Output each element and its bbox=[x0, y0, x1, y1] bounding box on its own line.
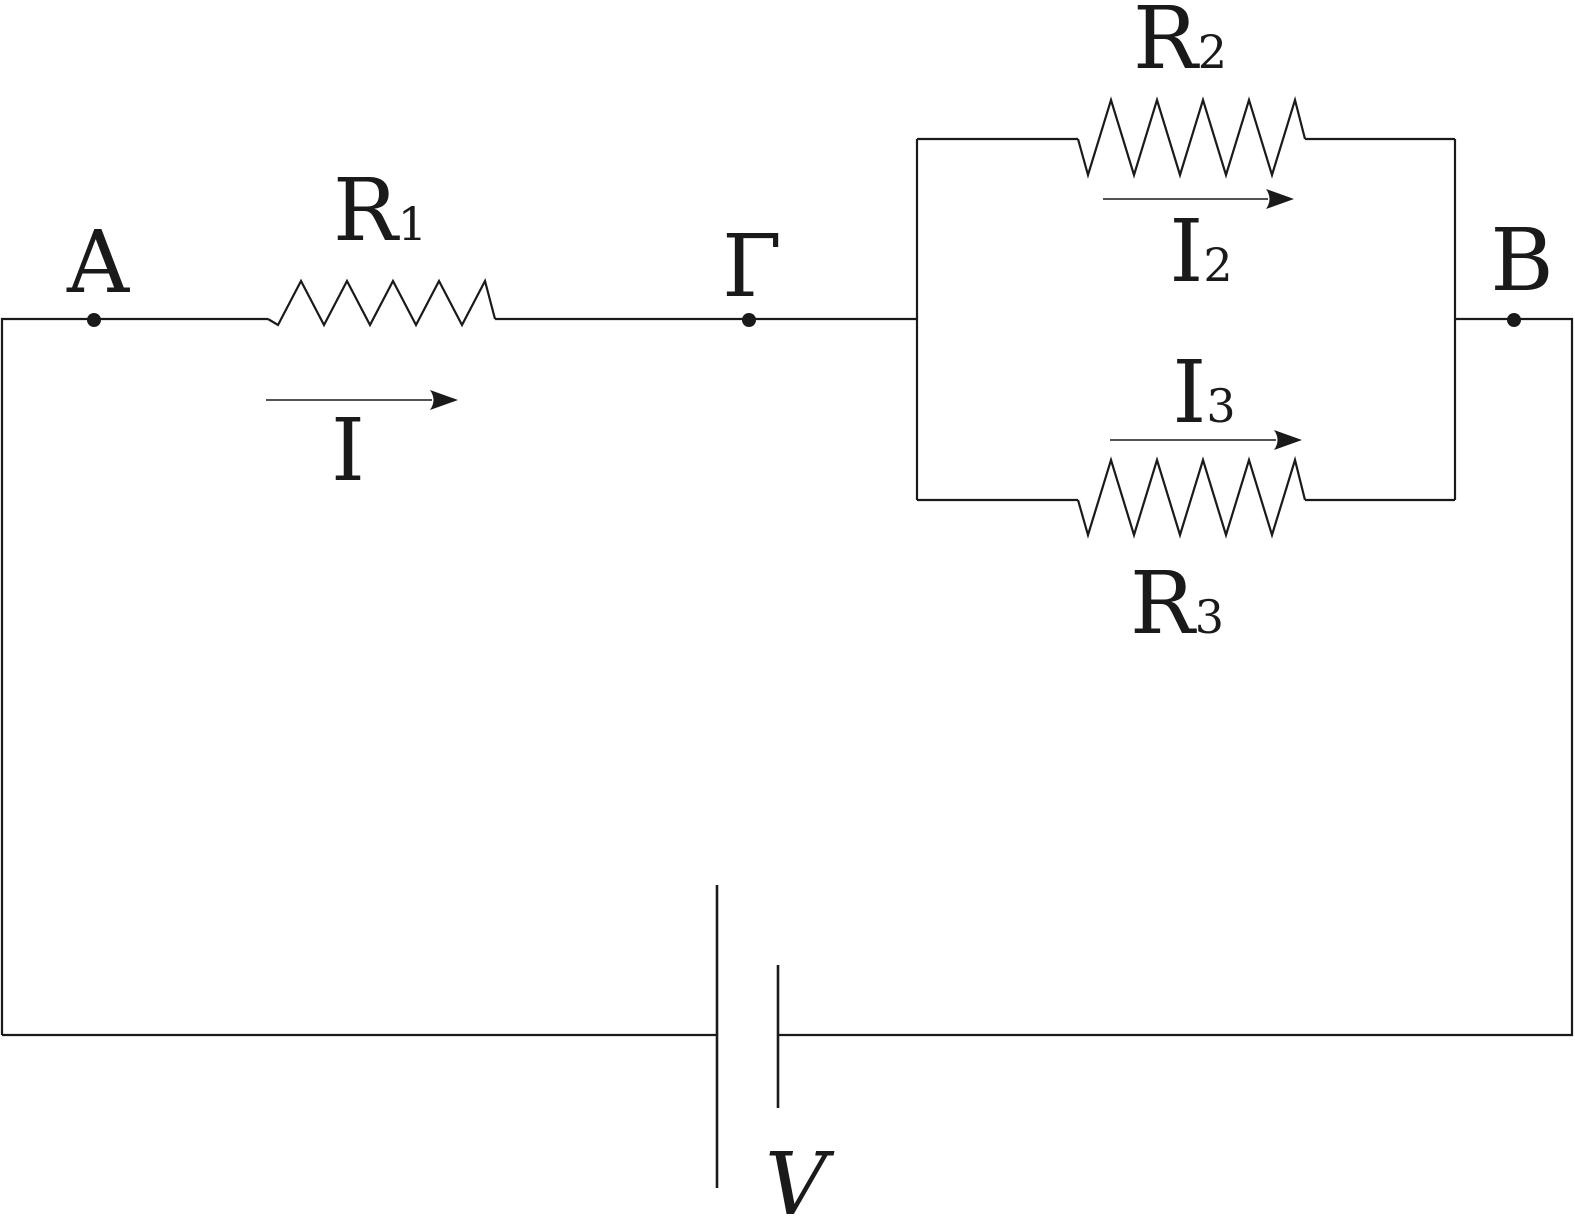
voltage-label: V bbox=[765, 1135, 835, 1219]
resistor-r2-label: R2 bbox=[1133, 0, 1227, 89]
node-b-dot bbox=[1507, 313, 1521, 327]
node-a-label: A bbox=[66, 213, 130, 313]
resistor-r1-label: R1 bbox=[333, 161, 427, 261]
current-arrow-i3 bbox=[1110, 430, 1302, 450]
resistor-r2 bbox=[1076, 95, 1307, 179]
node-gamma-dot bbox=[742, 313, 756, 327]
current-i2-label: I2 bbox=[1169, 202, 1232, 302]
node-gamma-label: Γ bbox=[722, 217, 782, 317]
wire-left-top bbox=[0, 317, 268, 1035]
current-arrow-i bbox=[266, 390, 458, 410]
current-i3-label: I3 bbox=[1172, 343, 1235, 443]
resistor-r3-label: R3 bbox=[1130, 554, 1224, 654]
node-a-dot bbox=[87, 313, 101, 327]
resistor-r1 bbox=[267, 277, 497, 328]
current-arrow-i2 bbox=[1103, 189, 1294, 209]
node-b-label: B bbox=[1490, 211, 1553, 311]
resistor-r3 bbox=[1076, 455, 1307, 539]
current-i-label: I bbox=[331, 401, 365, 501]
